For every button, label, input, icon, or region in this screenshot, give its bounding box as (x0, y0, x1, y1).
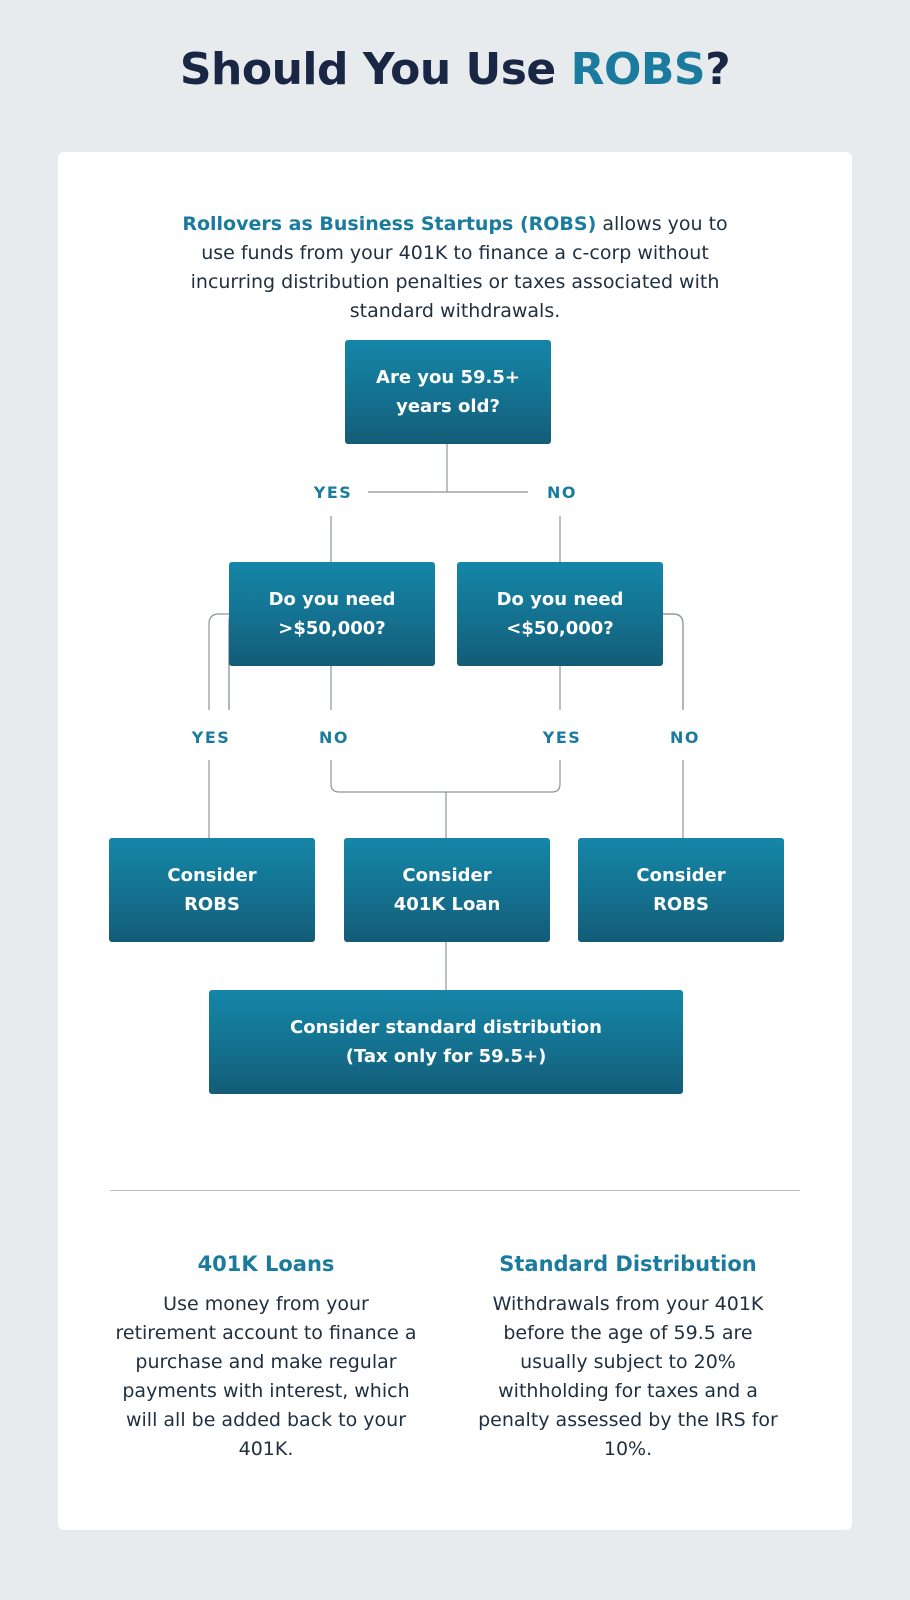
title-accent: ROBS (570, 44, 706, 95)
note-distribution: Standard Distribution Withdrawals from y… (472, 1252, 784, 1464)
note-loans: 401K Loans Use money from your retiremen… (110, 1252, 422, 1464)
outcome-robs-right-line2: ROBS (653, 894, 709, 915)
question-age-line2: years old? (396, 396, 500, 417)
question-need-less-line1: Do you need (496, 589, 624, 610)
section-divider (110, 1190, 800, 1191)
outcome-robs-right-box: Consider ROBS (578, 838, 784, 942)
label-less-no: NO (670, 728, 700, 747)
outcome-loan-line1: Consider (402, 865, 492, 886)
connector-less-no-hook (663, 613, 684, 710)
note-loans-heading: 401K Loans (197, 1252, 335, 1276)
outcome-robs-left-box: Consider ROBS (109, 838, 315, 942)
outcome-loan-box: Consider 401K Loan (344, 838, 550, 942)
outcome-distribution-line1: Consider standard distribution (290, 1017, 602, 1038)
intro-lead: Rollovers as Business Startups (ROBS) (182, 213, 597, 235)
note-distribution-heading: Standard Distribution (499, 1252, 757, 1276)
question-need-less-line2: <$50,000? (506, 618, 614, 639)
label-root-yes: YES (313, 483, 353, 502)
page-title: Should You Use ROBS? (0, 44, 910, 95)
outcome-robs-left-line2: ROBS (184, 894, 240, 915)
title-prefix: Should You Use (179, 44, 571, 95)
intro-rest: allows you to use funds from your 401K t… (190, 213, 728, 322)
question-need-more-line2: >$50,000? (278, 618, 386, 639)
question-need-more-line1: Do you need (268, 589, 396, 610)
note-distribution-body: Withdrawals from your 401K before the ag… (478, 1293, 778, 1460)
outcome-distribution-line2: (Tax only for 59.5+) (345, 1046, 547, 1067)
label-more-yes: YES (191, 728, 231, 747)
question-age-box: Are you 59.5+ years old? (345, 340, 551, 444)
label-more-no: NO (319, 728, 349, 747)
note-loans-body: Use money from your retirement account t… (115, 1293, 417, 1460)
question-need-more-box: Do you need >$50,000? (229, 562, 435, 666)
outcome-robs-left-line1: Consider (167, 865, 257, 886)
label-root-no: NO (547, 483, 577, 502)
content-card: Rollovers as Business Startups (ROBS) al… (58, 152, 852, 1530)
outcome-distribution-box: Consider standard distribution (Tax only… (209, 990, 683, 1094)
question-need-less-box: Do you need <$50,000? (457, 562, 663, 666)
label-less-yes: YES (542, 728, 582, 747)
outcome-loan-line2: 401K Loan (393, 894, 501, 915)
connector-left-side (208, 613, 229, 710)
intro-paragraph: Rollovers as Business Startups (ROBS) al… (168, 210, 742, 326)
connector-merge (330, 760, 561, 793)
title-suffix: ? (705, 44, 731, 95)
question-age-line1: Are you 59.5+ (376, 367, 520, 388)
connector-right-side (663, 613, 684, 710)
outcome-robs-right-line1: Consider (636, 865, 726, 886)
